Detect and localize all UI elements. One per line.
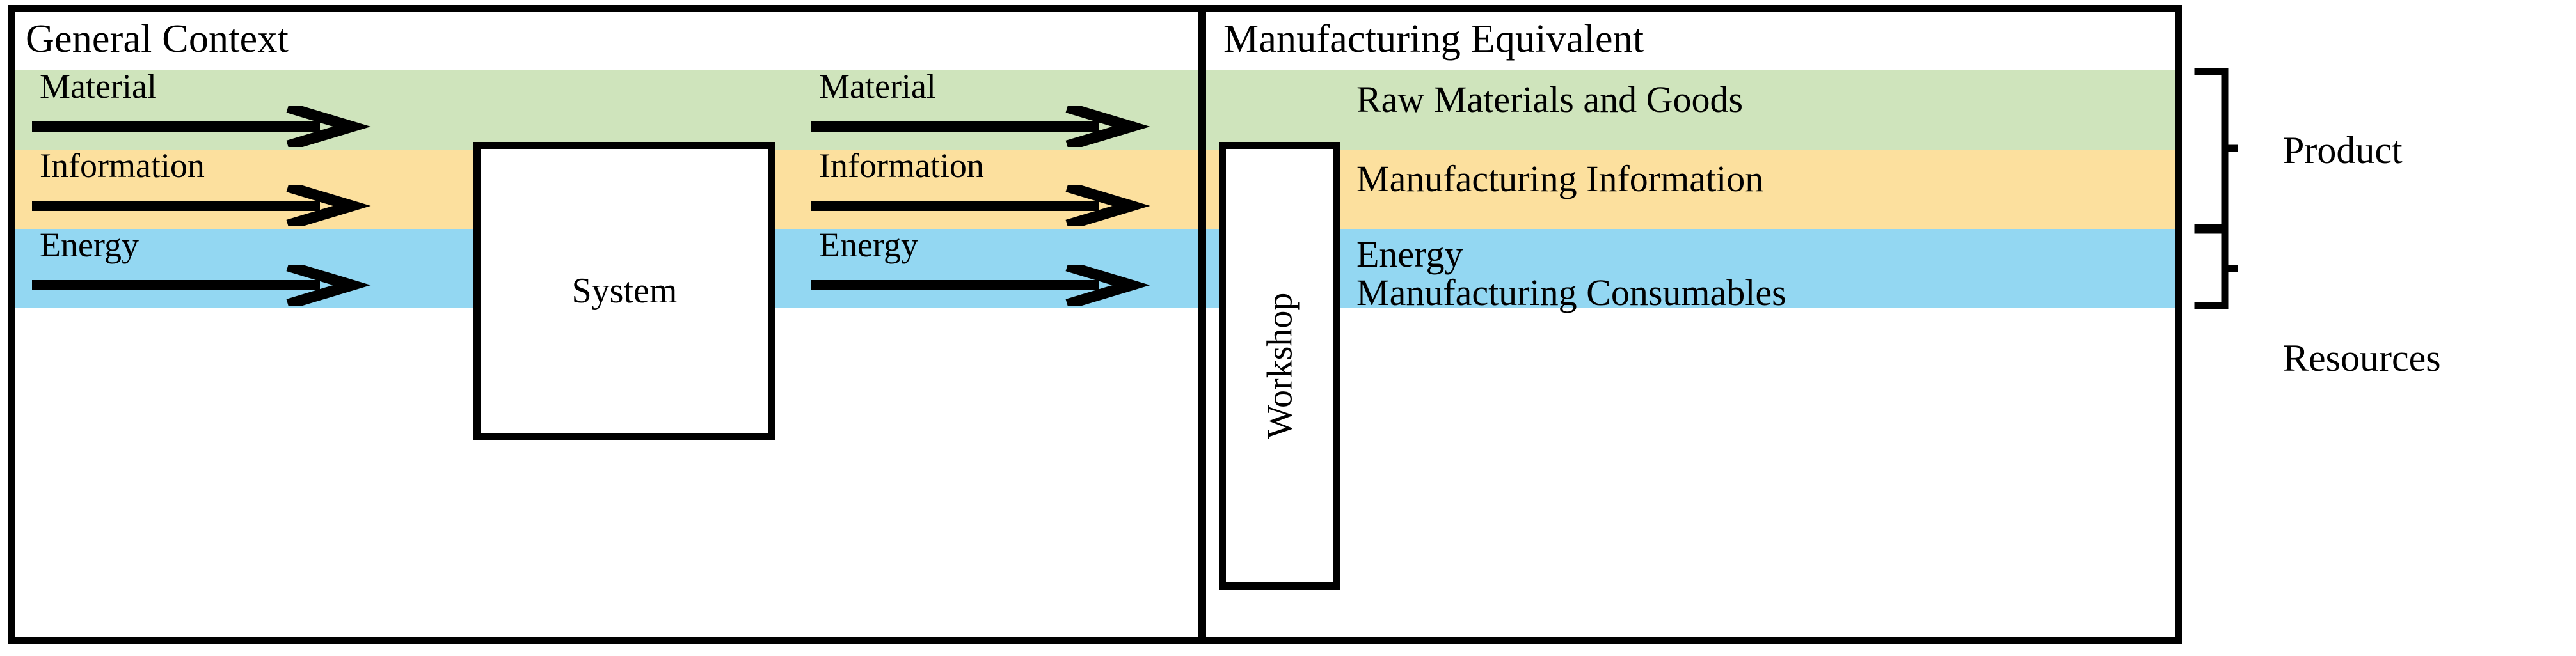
right-row-label-manufacturing-information: Manufacturing Information [1356,158,1764,199]
grouping-label-product: Product [2283,129,2403,171]
arrow-right-icon [811,265,1157,306]
grouping-label-resources: Resources [2283,337,2441,379]
input-label-information: Information [40,146,205,185]
output-flow-energy: Energy [805,226,1163,308]
right-row-line1: Energy [1356,233,1463,275]
arrow-right-icon [811,106,1157,147]
panel-divider [1198,5,1206,644]
left-band-material [15,70,1198,150]
output-label-energy: Energy [819,226,918,264]
right-panel-title: Manufacturing Equivalent [1223,17,1644,61]
input-flow-information: Information [26,146,384,229]
brace-resources-icon [2194,226,2238,309]
brace-product-icon [2194,68,2238,231]
output-label-material: Material [819,67,936,105]
input-flow-material: Material [26,67,384,150]
output-flow-material: Material [805,67,1163,150]
right-row-label-energy-consumables: Energy Manufacturing Consumables [1356,235,1786,313]
arrow-right-icon [811,185,1157,226]
arrow-right-icon [32,265,378,306]
right-band-manufacturing-information [1206,150,2175,229]
system-box-label: System [571,271,678,311]
arrow-right-icon [32,185,378,226]
left-panel-title: General Context [26,17,289,61]
right-band-energy-consumables [1206,229,2175,308]
right-row-label-raw-materials: Raw Materials and Goods [1356,79,1744,120]
right-band-raw-materials [1206,70,2175,150]
output-label-information: Information [819,146,984,185]
workshop-box: Workshop [1219,142,1340,590]
input-flow-energy: Energy [26,226,384,308]
workshop-box-label: Workshop [1260,292,1300,439]
system-box: System [473,142,775,440]
output-flow-information: Information [805,146,1163,229]
arrow-right-icon [32,106,378,147]
right-row-line2: Manufacturing Consumables [1356,272,1786,314]
input-label-energy: Energy [40,226,139,264]
input-label-material: Material [40,67,157,105]
grouping-braces [2191,0,2281,656]
